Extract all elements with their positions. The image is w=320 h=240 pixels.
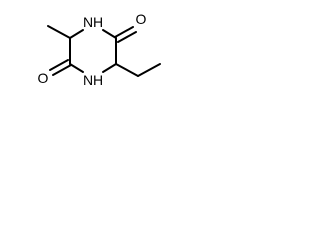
bond-c2-o-double-b (49, 59, 69, 71)
bond-c3-methyl (47, 25, 71, 39)
atom-label-h-bottom: H (93, 72, 103, 88)
bond-c6-ethyl-1 (115, 63, 139, 77)
bond-ethyl-2 (137, 63, 161, 77)
bond-c5-o-double-b (117, 31, 137, 43)
atom-label-o-left: O (38, 70, 49, 86)
bond-n4-c5 (102, 29, 117, 39)
atom-label-o-right: O (136, 11, 147, 27)
bond-c5-o-double-a (114, 26, 134, 38)
atom-label-n-bottom: N (83, 72, 93, 88)
bond-c6-n1 (102, 63, 117, 73)
bond-c3-n4 (69, 29, 84, 39)
bond-c2-o-double-a (52, 64, 72, 76)
structure-diagram: N H O O N H (38, 11, 161, 88)
bond-n1-c2 (69, 63, 84, 73)
atom-label-n-top: N (83, 14, 93, 30)
atom-label-h-top: H (93, 14, 103, 30)
